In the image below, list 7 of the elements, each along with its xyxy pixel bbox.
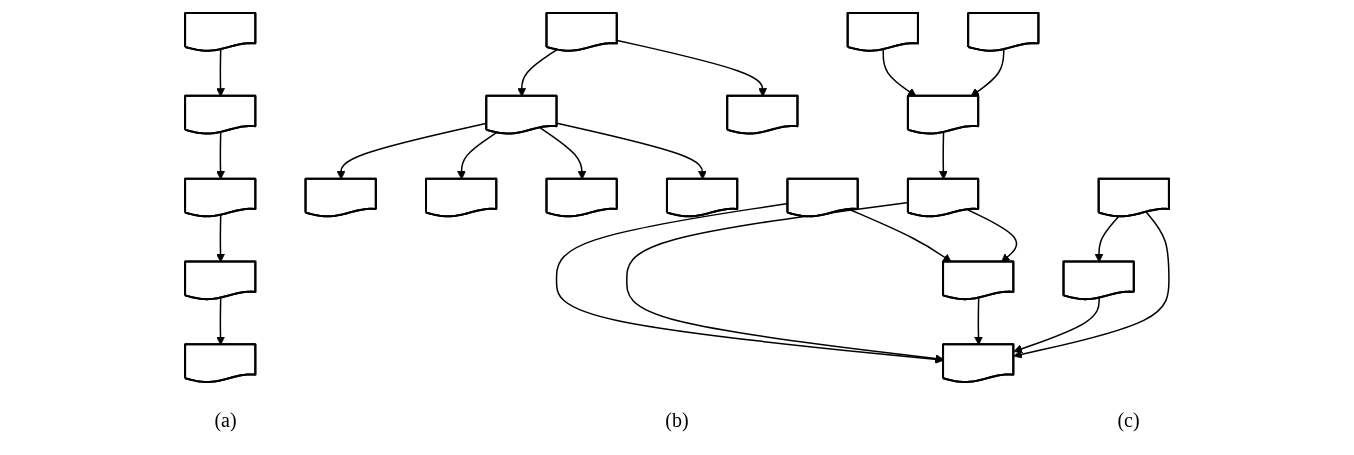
arrow [555, 202, 944, 364]
panel-label: (c) [1117, 408, 1140, 432]
panel-label: (b) [665, 408, 689, 432]
arrow [1013, 297, 1100, 354]
arrow [1013, 211, 1170, 359]
panel-label: (a) [214, 408, 237, 432]
arrow [626, 201, 944, 363]
